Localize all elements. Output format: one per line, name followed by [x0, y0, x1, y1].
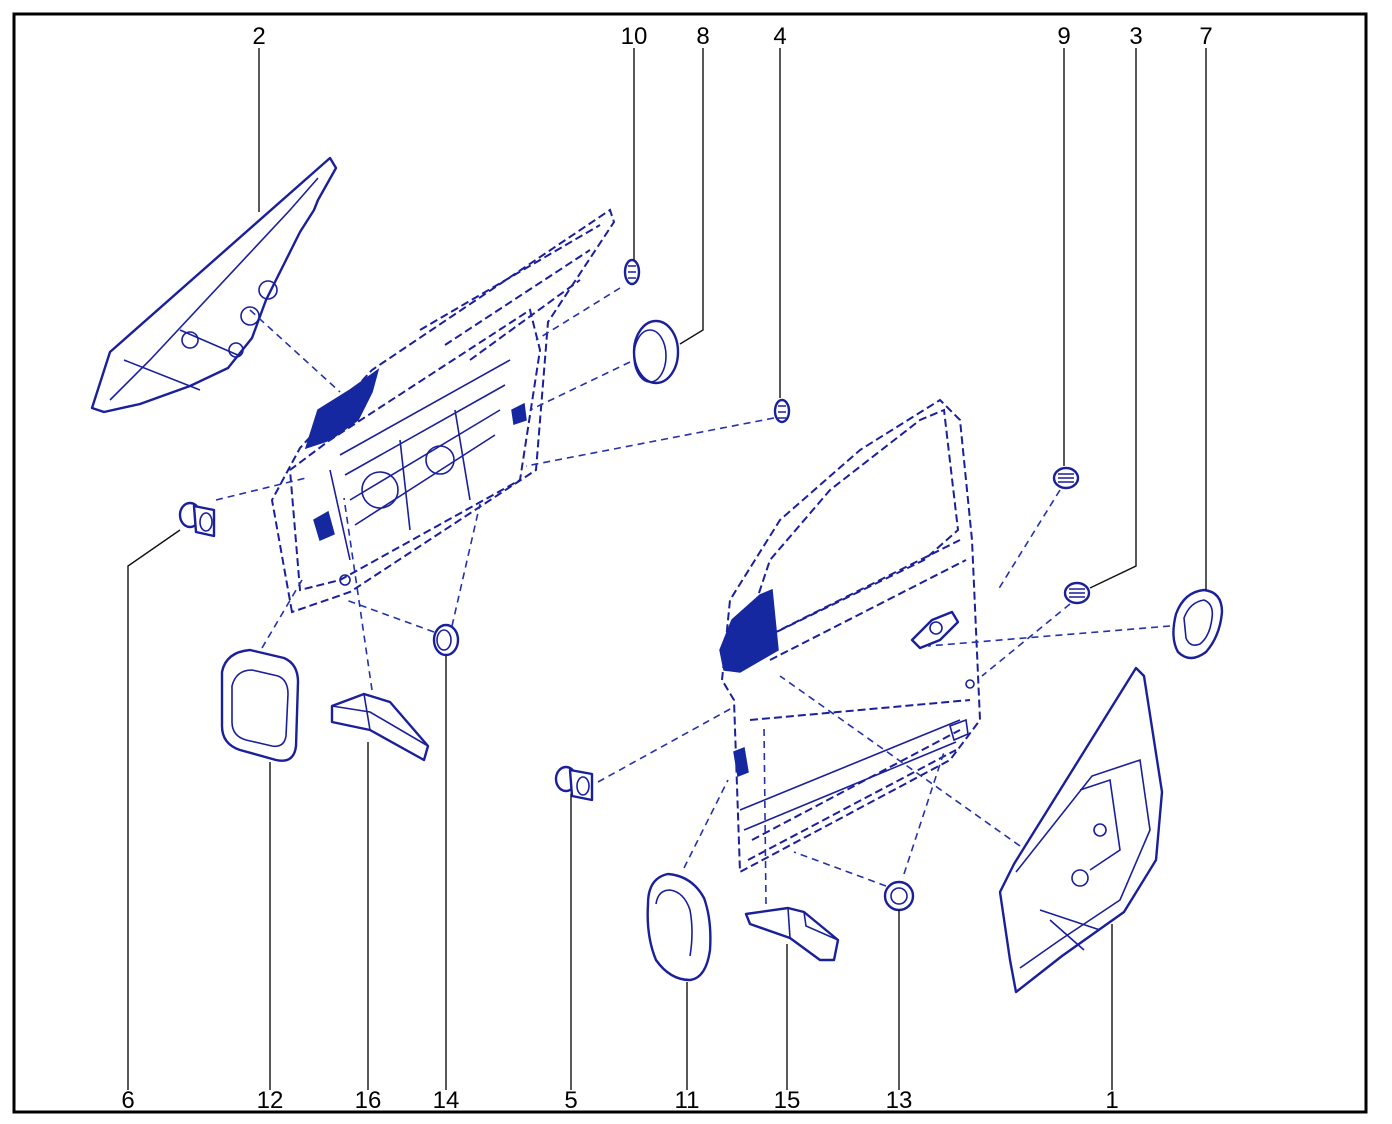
diagram-border [12, 12, 1368, 1114]
part-15-foam-block [744, 906, 840, 962]
left-assembly-arrows [215, 287, 775, 691]
part-4-plug [773, 398, 791, 424]
callout-8: 8 [696, 23, 709, 50]
callout-1: 1 [1105, 1087, 1118, 1114]
callout-13: 13 [886, 1087, 913, 1114]
callout-numbers-top: 2 10 8 4 9 3 7 [252, 23, 1212, 50]
part-8-oval-grommet [632, 319, 680, 385]
callout-12: 12 [257, 1087, 284, 1114]
callout-15: 15 [774, 1087, 801, 1114]
callout-3: 3 [1129, 23, 1142, 50]
callout-5: 5 [564, 1087, 577, 1114]
part-16-foam-block [330, 692, 430, 762]
part-9-plug [1052, 466, 1080, 490]
part-11-foam-ring [646, 872, 712, 982]
callout-leaders [127, 48, 1207, 1090]
part-3-plug [1063, 581, 1091, 605]
right-door-outer-panel [719, 398, 982, 874]
right-assembly-arrows [597, 489, 1171, 905]
part-5-clip [554, 765, 594, 802]
part-2-window-regulator [90, 156, 338, 414]
part-1-trim-panel [998, 666, 1164, 994]
callout-6: 6 [121, 1087, 134, 1114]
part-10-plug [623, 258, 641, 286]
callout-14: 14 [433, 1087, 460, 1114]
part-13-round-grommet [883, 880, 915, 912]
left-door-inner-panel [270, 208, 616, 614]
part-12-foam-ring [220, 648, 300, 762]
part-7-oval-grommet [1172, 588, 1224, 660]
callout-7: 7 [1199, 23, 1212, 50]
callout-2: 2 [252, 23, 265, 50]
callout-9: 9 [1057, 23, 1070, 50]
callout-11: 11 [675, 1087, 700, 1114]
callout-4: 4 [773, 23, 786, 50]
callout-numbers-bottom: 6 12 16 14 5 11 15 13 1 [121, 1087, 1118, 1114]
callout-10: 10 [621, 23, 648, 50]
part-14-round-grommet [432, 623, 460, 657]
callout-16: 16 [355, 1087, 382, 1114]
part-6-clip [178, 501, 216, 538]
